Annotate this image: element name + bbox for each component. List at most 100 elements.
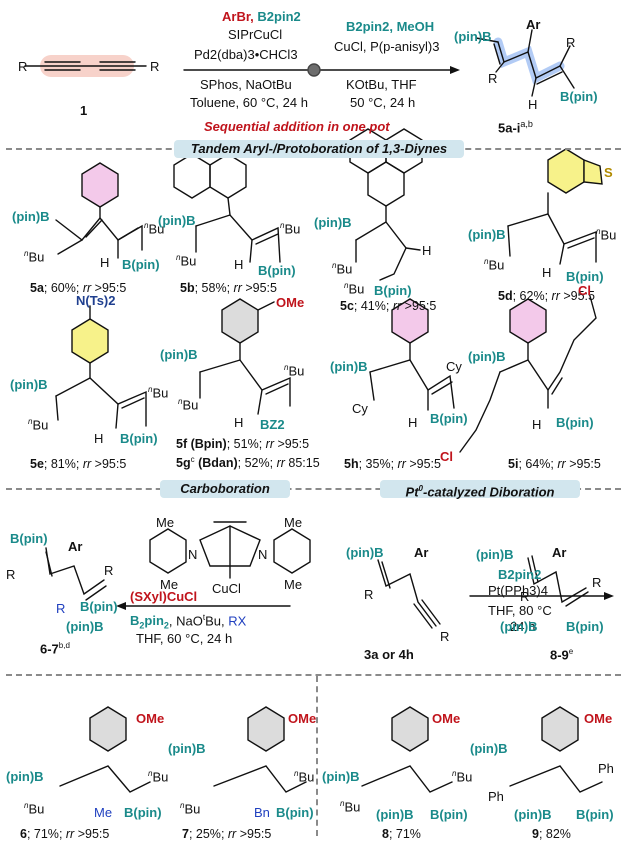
5f-nbu-right: nBu: [284, 363, 305, 379]
8-bpin: B(pin): [430, 807, 468, 822]
8-nbu-right: nBu: [452, 769, 473, 785]
5a-nbu-left: nBu: [24, 249, 45, 265]
9-ph-right: Ph: [598, 761, 614, 776]
5h-caption: 5h; 35%; rr >95:5: [344, 457, 441, 471]
7-ome: OMe: [288, 711, 317, 726]
pt-catalyst: Pt(PPh3)4: [488, 583, 548, 598]
5d-pinb: (pin)B: [468, 227, 506, 242]
step2-catalyst: CuCl, P(p-anisyl)3: [334, 39, 440, 54]
5h-h: H: [408, 415, 418, 430]
5a-bpin: B(pin): [122, 257, 160, 272]
one-pot-note: Sequential addition in one pot: [204, 119, 390, 134]
step2-base: KOtBu, THF: [346, 77, 417, 92]
6-pinb: (pin)B: [6, 769, 44, 784]
9-caption: 9; 82%: [532, 827, 571, 841]
nhc-n2: N: [258, 547, 268, 562]
9-ph-left: Ph: [488, 789, 504, 804]
pt-substrate-label: 3a or 4h: [364, 647, 414, 662]
8-pinb-2: (pin)B: [376, 807, 414, 822]
pt-cond2: 24 h: [510, 619, 536, 634]
5f-h: H: [234, 415, 244, 430]
6-bpin: B(pin): [124, 805, 162, 820]
5i-pinb: (pin)B: [468, 349, 506, 364]
product-67-label: 6-7b,d: [40, 641, 70, 657]
nhc-skeleton: [149, 521, 311, 579]
5a-skeleton: [55, 162, 143, 259]
67-bpin-top: B(pin): [10, 531, 48, 546]
carbo-conditions: THF, 60 °C, 24 h: [136, 631, 233, 646]
5c-nbu-bottom: nBu: [344, 281, 365, 297]
5e-bpin: B(pin): [120, 431, 158, 446]
5h-pinb: (pin)B: [330, 359, 368, 374]
5e-pinb: (pin)B: [10, 377, 48, 392]
section-tandem-title: Tandem Aryl-/Protoboration of 1,3-Diynes: [174, 140, 464, 158]
section-pt-title: Pt0-catalyzed Diboration: [380, 480, 580, 499]
89-pinb-top: (pin)B: [476, 547, 514, 562]
67-r1: R: [6, 567, 16, 582]
7-caption: 7; 25%; rr >95:5: [182, 827, 272, 841]
nhc-n1: N: [188, 547, 198, 562]
8-nbu-left: nBu: [340, 799, 361, 815]
5i-cl-top: Cl: [578, 283, 591, 298]
pt-reagent: B2pin2: [498, 567, 542, 582]
carbo-reagents: B2pin2, NaOtBu, RX: [130, 613, 247, 631]
sub-r1: R: [364, 587, 374, 602]
top-pinb: (pin)B: [454, 29, 492, 44]
5h-cy-left: Cy: [352, 401, 368, 416]
nhc-cucl: CuCl: [212, 581, 241, 596]
67-pinb: (pin)B: [66, 619, 104, 634]
5a-pinb: (pin)B: [12, 209, 50, 224]
5d-skeleton: [507, 148, 603, 265]
5f-pinb: (pin)B: [160, 347, 198, 362]
5a-caption: 5a; 60%; rr >95:5: [30, 281, 127, 295]
nhc-me4: Me: [284, 577, 303, 592]
89-r2: R: [592, 575, 602, 590]
8-ome: OMe: [432, 711, 461, 726]
5b-skeleton: [173, 153, 281, 263]
67-r3: R: [104, 563, 114, 578]
67-ar: Ar: [68, 539, 83, 554]
89-bpin: B(pin): [566, 619, 604, 634]
5h-skeleton: [369, 298, 455, 411]
5i-skeleton: [459, 295, 597, 453]
7-nbu-right: nBu: [294, 769, 315, 785]
5b-caption: 5b; 58%; rr >95:5: [180, 281, 277, 295]
start-r-left: R: [18, 59, 28, 74]
5g-caption: 5gc (Bdan); 52%; rr 85:15: [176, 455, 320, 471]
8-caption: 8; 71%: [382, 827, 421, 841]
89-ar: Ar: [552, 545, 567, 560]
7-bn: Bn: [254, 805, 270, 820]
6-nbu-left: nBu: [24, 801, 45, 817]
6-nbu-right: nBu: [148, 769, 169, 785]
divider-vertical: [316, 676, 318, 836]
6-caption: 6; 71%; rr >95:5: [20, 827, 110, 841]
5d-bpin: B(pin): [566, 269, 604, 284]
5i-caption: 5i; 64%; rr >95:5: [508, 457, 601, 471]
7-nbu-left: nBu: [180, 801, 201, 817]
step1-ligand: SPhos, NaOtBu: [200, 77, 292, 92]
top-r2: R: [488, 71, 498, 86]
5b-h: H: [234, 257, 244, 272]
67-r2: R: [56, 601, 66, 616]
9-pinb: (pin)B: [470, 741, 508, 756]
5e-h: H: [94, 431, 104, 446]
5h-cy-right: Cy: [446, 359, 462, 374]
step1-cat2: Pd2(dba)3•CHCl3: [194, 47, 298, 62]
step2-reagent: B2pin2, MeOH: [346, 19, 435, 34]
top-ar: Ar: [526, 17, 541, 32]
divider-3: [6, 674, 621, 676]
8-pinb: (pin)B: [322, 769, 360, 784]
9-pinb-2: (pin)B: [514, 807, 552, 822]
top-h: H: [528, 97, 538, 112]
5c-caption: 5c; 41%; rr >95:5: [340, 299, 437, 313]
7-pinb: (pin)B: [168, 741, 206, 756]
5e-nbu-right: nBu: [148, 385, 169, 401]
5e-nbu-left: nBu: [28, 417, 49, 433]
pt-cond1: THF, 80 °C: [488, 603, 552, 618]
5d-nbu-right: nBu: [596, 227, 617, 243]
top-r1: R: [566, 35, 576, 50]
step2-conditions: 50 °C, 24 h: [350, 95, 416, 110]
5f-caption: 5f (Bpin); 51%; rr >95:5: [176, 437, 310, 451]
5f-bz2: BZ2: [260, 417, 285, 432]
